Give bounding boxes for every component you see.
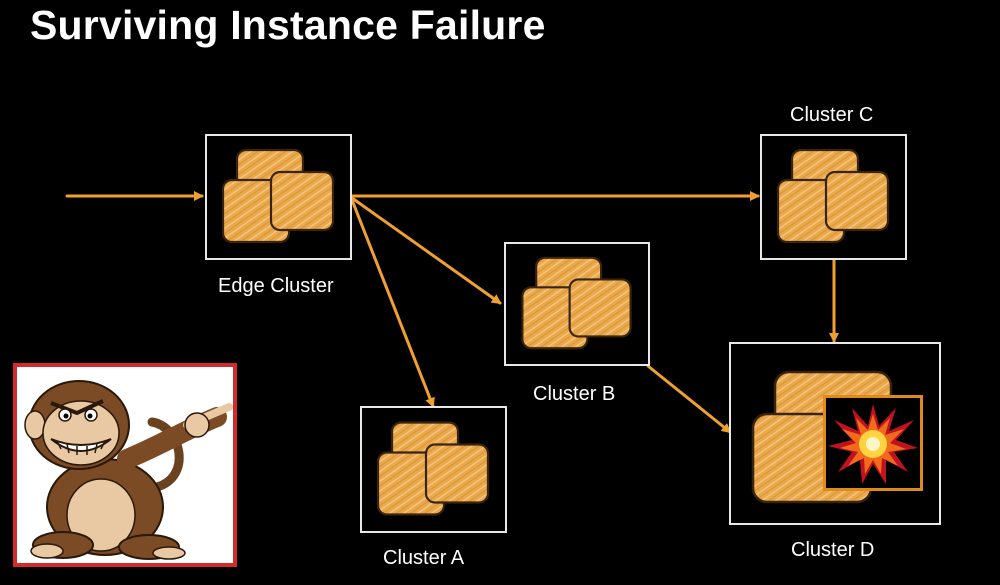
cluster-d-label: Cluster D <box>791 539 875 561</box>
cluster-c-label: Cluster C <box>790 104 874 126</box>
cluster-b-box <box>504 242 650 366</box>
slide-title: Surviving Instance Failure <box>30 2 546 48</box>
edge-cluster-label: Edge Cluster <box>218 275 334 297</box>
cluster-a-box <box>360 406 507 533</box>
server-instance-icon <box>776 148 890 244</box>
server-instance-icon <box>376 421 490 516</box>
explosion-icon <box>823 395 923 491</box>
arrow-b-to-d <box>646 364 732 434</box>
arrow-edge-to-a <box>350 198 435 408</box>
server-instance-icon <box>221 148 335 244</box>
arrow-edge-to-b <box>350 196 502 305</box>
chaos-monkey-icon <box>24 380 233 560</box>
cluster-c-box <box>760 134 907 260</box>
chaos-monkey-frame <box>13 363 237 567</box>
cluster-a-label: Cluster A <box>383 547 465 569</box>
cluster-d-box <box>729 342 941 525</box>
cluster-b-label: Cluster B <box>533 383 616 405</box>
server-instance-icon <box>521 256 632 350</box>
edge-cluster-box <box>205 134 352 260</box>
